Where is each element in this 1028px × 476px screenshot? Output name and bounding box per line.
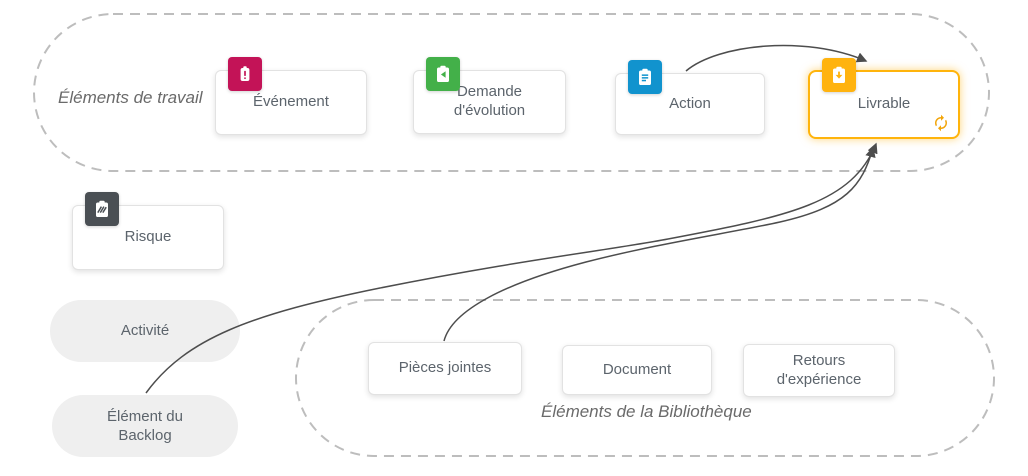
node-label: Document (602, 360, 672, 378)
node-activite[interactable]: Activité (50, 300, 240, 362)
node-livrable[interactable]: Livrable (808, 58, 960, 139)
clipboard-arrow-down-icon (822, 58, 856, 92)
node-pieces-jointes[interactable]: Pièces jointes (368, 342, 522, 395)
clipboard-list-icon (628, 60, 662, 94)
work-items-group-label: Éléments de travail (58, 88, 203, 107)
node-label: Retours d'expérience (776, 351, 862, 388)
sync-icon (935, 114, 947, 132)
library-items-group-label: Éléments de la Bibliothèque (541, 402, 752, 421)
node-label: Livrable (857, 95, 911, 113)
node-label: Action (669, 94, 711, 112)
event-exclamation-icon (228, 57, 262, 91)
node-evenement[interactable]: Événement (215, 57, 367, 135)
node-action[interactable]: Action (615, 60, 765, 135)
node-risque[interactable]: Risque (72, 192, 224, 270)
node-element-du-backlog[interactable]: Élément du Backlog (52, 395, 238, 457)
clipboard-hazard-icon (85, 192, 119, 226)
node-label: Pièces jointes (398, 359, 492, 377)
node-demande-evolution[interactable]: Demande d'évolution (413, 57, 566, 134)
edge-pieces-jointes-to-livrable (443, 146, 876, 342)
clipboard-arrow-left-icon (426, 57, 460, 91)
node-document[interactable]: Document (562, 345, 712, 395)
node-retours-experience[interactable]: Retours d'expérience (743, 344, 895, 397)
node-label: Activité (120, 322, 170, 340)
node-label: Risque (124, 228, 172, 246)
node-label: Événement (253, 93, 329, 111)
node-label: Élément du Backlog (107, 407, 183, 445)
